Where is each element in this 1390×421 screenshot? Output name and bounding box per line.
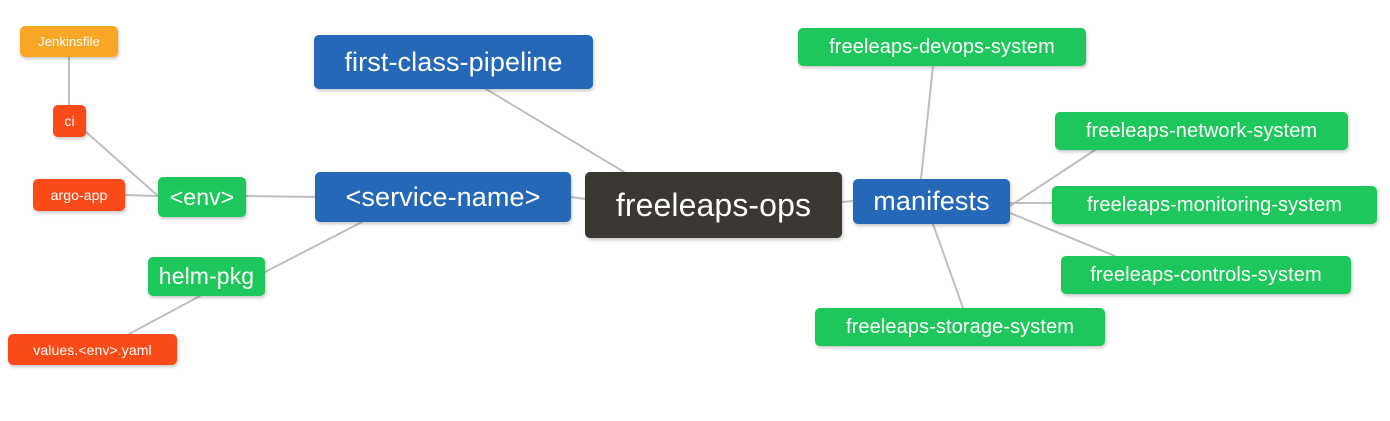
node-label-jenkinsfile: Jenkinsfile [38, 34, 100, 49]
node-label-manifests: manifests [873, 186, 990, 216]
node-label-service-name: <service-name> [345, 181, 541, 212]
mindmap-node-ci[interactable]: ci [53, 105, 86, 137]
node-label-first-class-pipeline: first-class-pipeline [344, 46, 563, 77]
mindmap-node-first-class-pipeline[interactable]: first-class-pipeline [314, 35, 593, 89]
node-label-controls-system: freeleaps-controls-system [1090, 264, 1322, 286]
mindmap-node-manifests[interactable]: manifests [853, 179, 1010, 224]
mindmap-node-jenkinsfile[interactable]: Jenkinsfile [20, 26, 118, 57]
mindmap-node-monitoring-system[interactable]: freeleaps-monitoring-system [1052, 186, 1377, 224]
node-label-freeleaps-ops: freeleaps-ops [615, 187, 812, 223]
node-label-argo-app: argo-app [50, 187, 108, 203]
edge-helm-pkg-to-service-name [264, 221, 363, 273]
edge-argo-app-to-env [124, 194, 159, 197]
edge-service-name-to-freeleaps-ops [570, 196, 586, 200]
mindmap-node-controls-system[interactable]: freeleaps-controls-system [1061, 256, 1351, 294]
mindmap-node-helm-pkg[interactable]: helm-pkg [148, 257, 265, 296]
node-label-network-system: freeleaps-network-system [1085, 120, 1318, 142]
edge-manifests-to-devops-system [920, 65, 934, 180]
edge-freeleaps-ops-to-manifests [841, 200, 854, 203]
edge-first-class-pipeline-to-freeleaps-ops [485, 88, 625, 173]
node-label-values-yaml: values.<env>.yaml [33, 341, 152, 358]
mindmap-node-values-yaml[interactable]: values.<env>.yaml [8, 334, 177, 365]
node-label-env: <env> [169, 183, 235, 210]
node-label-devops-system: freeleaps-devops-system [829, 36, 1055, 58]
mindmap-node-argo-app[interactable]: argo-app [33, 179, 125, 211]
mindmap-node-network-system[interactable]: freeleaps-network-system [1055, 112, 1348, 150]
mindmap-node-freeleaps-ops[interactable]: freeleaps-ops [585, 172, 842, 238]
edge-manifests-to-storage-system [932, 223, 964, 309]
mindmap-node-storage-system[interactable]: freeleaps-storage-system [815, 308, 1105, 346]
mindmap-node-service-name[interactable]: <service-name> [315, 172, 571, 222]
node-label-ci: ci [64, 113, 75, 129]
edge-env-to-service-name [245, 195, 316, 198]
node-label-helm-pkg: helm-pkg [158, 263, 255, 289]
node-label-storage-system: freeleaps-storage-system [845, 316, 1075, 338]
mindmap-node-env[interactable]: <env> [158, 177, 246, 217]
mindmap-node-devops-system[interactable]: freeleaps-devops-system [798, 28, 1086, 66]
edge-values-yaml-to-helm-pkg [128, 295, 201, 335]
node-label-monitoring-system: freeleaps-monitoring-system [1086, 194, 1342, 216]
